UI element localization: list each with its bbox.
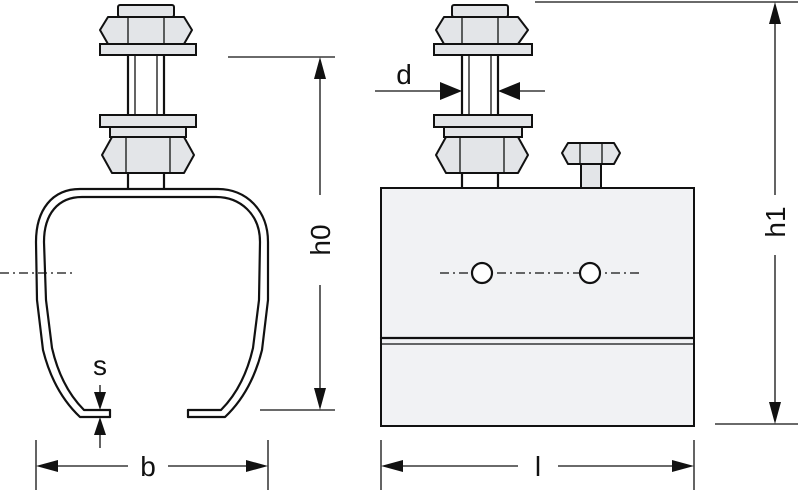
- front-view: s b h0: [0, 4, 336, 490]
- clamp-body: [379, 187, 696, 427]
- dim-label-h0: h0: [305, 224, 336, 255]
- dim-label-h1: h1: [760, 206, 791, 237]
- dimension-d: d: [375, 59, 545, 100]
- dimension-b: b: [35, 440, 269, 490]
- top-nut-left: [99, 4, 197, 56]
- dimension-l: l: [380, 440, 695, 490]
- dimension-s: s: [93, 350, 107, 448]
- side-view: d l h1: [375, 1, 798, 490]
- threaded-rod-left: [126, 53, 166, 190]
- dimension-h1: h1: [535, 1, 798, 425]
- threaded-rod-right: [460, 53, 500, 190]
- mounting-hole-left: [470, 261, 494, 285]
- lower-nut-left: [99, 114, 197, 174]
- lower-nut-right: [433, 114, 533, 174]
- c-profile: [34, 187, 270, 419]
- dim-label-d: d: [396, 59, 412, 90]
- dim-label-l: l: [535, 451, 541, 482]
- locking-screw: [561, 142, 621, 189]
- dimension-h0: h0: [228, 56, 336, 411]
- dim-label-s: s: [93, 350, 107, 381]
- dim-label-b: b: [140, 451, 156, 482]
- top-nut-right: [433, 4, 533, 56]
- mounting-hole-right: [578, 261, 602, 285]
